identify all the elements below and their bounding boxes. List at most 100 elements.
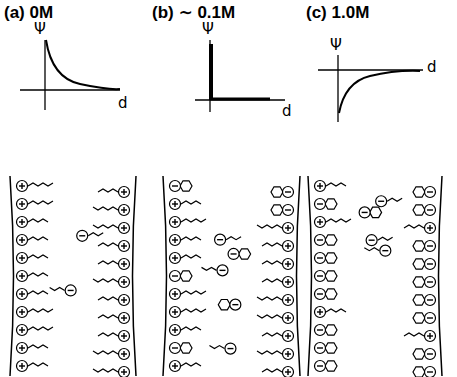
axis-label: d xyxy=(427,60,437,75)
charge-sign xyxy=(317,239,323,240)
charge-sign xyxy=(232,304,238,305)
head-group xyxy=(170,235,181,246)
graphs xyxy=(20,40,423,122)
head-group xyxy=(283,295,294,306)
charge-sign xyxy=(172,185,178,186)
benzene-ring xyxy=(239,249,251,259)
head-group xyxy=(119,241,130,252)
head-group xyxy=(315,361,326,372)
benzene-ring xyxy=(180,271,192,281)
charge-sign xyxy=(369,239,375,240)
head-group xyxy=(119,187,130,198)
charge-sign xyxy=(427,191,433,192)
hydrocarbon-tail xyxy=(257,297,282,300)
head-group xyxy=(17,217,28,228)
benzene-ring xyxy=(370,207,382,217)
head-group xyxy=(119,277,130,288)
hydrocarbon-tail xyxy=(98,189,118,192)
hydrocarbon-tail xyxy=(378,237,393,240)
charge-sign xyxy=(429,225,430,231)
head-group xyxy=(359,207,370,218)
hydrocarbon-tail xyxy=(28,255,48,258)
head-group xyxy=(170,253,181,264)
head-group xyxy=(376,196,387,207)
hydrocarbon-tail xyxy=(181,201,201,204)
benzene-ring xyxy=(325,325,337,335)
head-group xyxy=(17,199,28,210)
charge-sign xyxy=(174,201,175,207)
charge-sign xyxy=(231,253,237,254)
benzene-ring xyxy=(413,277,425,287)
benzene-ring xyxy=(413,349,425,359)
head-group xyxy=(17,271,28,282)
benzene-ring xyxy=(218,300,230,310)
charge-sign xyxy=(427,263,433,264)
charge-sign xyxy=(287,243,288,249)
hydrocarbon-tail xyxy=(202,267,217,270)
head-group xyxy=(119,259,130,270)
axis-label: Ψ xyxy=(34,22,46,37)
charge-sign xyxy=(123,189,124,195)
hydrocarbon-tail xyxy=(98,315,118,318)
hydrocarbon-tail xyxy=(28,291,48,294)
charge-sign xyxy=(174,219,175,225)
charge-sign xyxy=(362,212,368,213)
hydrocarbon-tail xyxy=(93,225,118,228)
head-group xyxy=(315,253,326,264)
hydrocarbon-tail xyxy=(88,233,103,236)
head-group xyxy=(315,289,326,300)
charge-sign xyxy=(427,317,433,318)
benzene-ring xyxy=(325,199,337,209)
benzene-ring xyxy=(271,205,283,215)
head-group xyxy=(65,285,76,296)
charge-sign xyxy=(174,363,175,369)
head-group xyxy=(17,325,28,336)
benzene-ring xyxy=(180,343,192,353)
head-group xyxy=(315,325,326,336)
hydrocarbon-tail xyxy=(93,351,118,354)
head-group xyxy=(315,235,326,246)
charge-sign xyxy=(123,243,124,249)
head-group xyxy=(425,331,436,342)
hydrocarbon-tail xyxy=(257,315,282,318)
head-group xyxy=(283,187,294,198)
hydrocarbon-tail xyxy=(28,237,48,240)
membranes xyxy=(10,176,442,377)
hydrocarbon-tail xyxy=(181,309,206,312)
charge-sign xyxy=(123,225,124,231)
head-group xyxy=(425,277,436,288)
benzene-ring xyxy=(413,259,425,269)
charge-sign xyxy=(123,261,124,267)
charge-sign xyxy=(317,275,323,276)
hydrocarbon-tail xyxy=(262,279,282,282)
charge-sign xyxy=(21,219,22,225)
charge-sign xyxy=(287,297,288,303)
cell-wall xyxy=(308,176,312,376)
hydrocarbon-tail xyxy=(181,291,206,294)
charge-sign xyxy=(21,291,22,297)
axis-label: Ψ xyxy=(202,22,214,37)
benzene-ring xyxy=(325,253,337,263)
charge-sign xyxy=(123,351,124,357)
head-group xyxy=(283,313,294,324)
hydrocarbon-tail xyxy=(262,369,282,372)
charge-sign xyxy=(174,327,175,333)
hydrocarbon-tail xyxy=(28,201,53,204)
hydrocarbon-tail xyxy=(209,346,224,349)
charge-sign xyxy=(287,315,288,321)
charge-sign xyxy=(317,365,323,366)
charge-sign xyxy=(427,299,433,300)
hydrocarbon-tail xyxy=(387,198,402,201)
cell-wall xyxy=(133,176,137,376)
head-group xyxy=(17,235,28,246)
charge-sign xyxy=(427,371,433,372)
hydrocarbon-tail xyxy=(181,327,201,330)
hydrocarbon-tail xyxy=(326,219,351,222)
hydrocarbon-tail xyxy=(404,225,424,228)
charge-sign xyxy=(174,255,175,261)
hydrocarbon-tail xyxy=(28,345,48,348)
head-group xyxy=(425,187,436,198)
hydrocarbon-tail xyxy=(226,237,241,240)
charge-sign xyxy=(217,239,223,240)
